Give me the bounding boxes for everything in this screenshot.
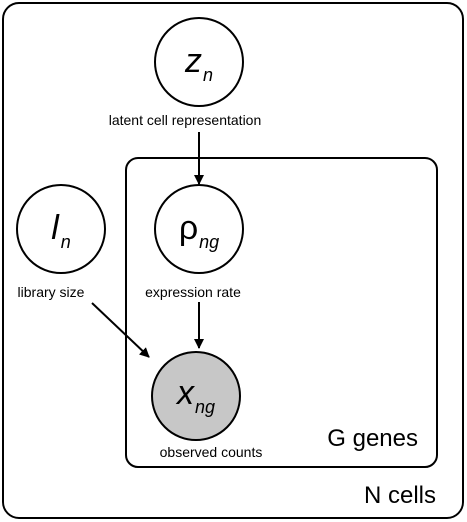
- node-x-symbol: xng: [175, 374, 215, 417]
- plate-n-cells: [2, 2, 464, 519]
- edge-l-to-x: [91, 302, 150, 358]
- node-x-caption: observed counts: [160, 444, 263, 460]
- node-z-caption: latent cell representation: [109, 112, 262, 128]
- node-rho-circle: [154, 184, 244, 274]
- plate-n-cells-label: N cells: [364, 482, 436, 509]
- node-z-symbol: zn: [184, 42, 213, 85]
- node-l-caption: library size: [18, 284, 85, 300]
- node-x: xng: [151, 351, 241, 441]
- node-z: zn: [154, 17, 244, 107]
- plate-g-genes-label: G genes: [327, 425, 418, 452]
- node-z-circle: [154, 17, 244, 107]
- node-l-circle: [16, 184, 106, 274]
- plate-g-genes: [125, 157, 438, 468]
- node-rho: ρng: [154, 184, 244, 274]
- node-x-circle: [151, 351, 241, 441]
- node-rho-symbol: ρng: [179, 209, 219, 252]
- node-rho-caption: expression rate: [145, 284, 241, 300]
